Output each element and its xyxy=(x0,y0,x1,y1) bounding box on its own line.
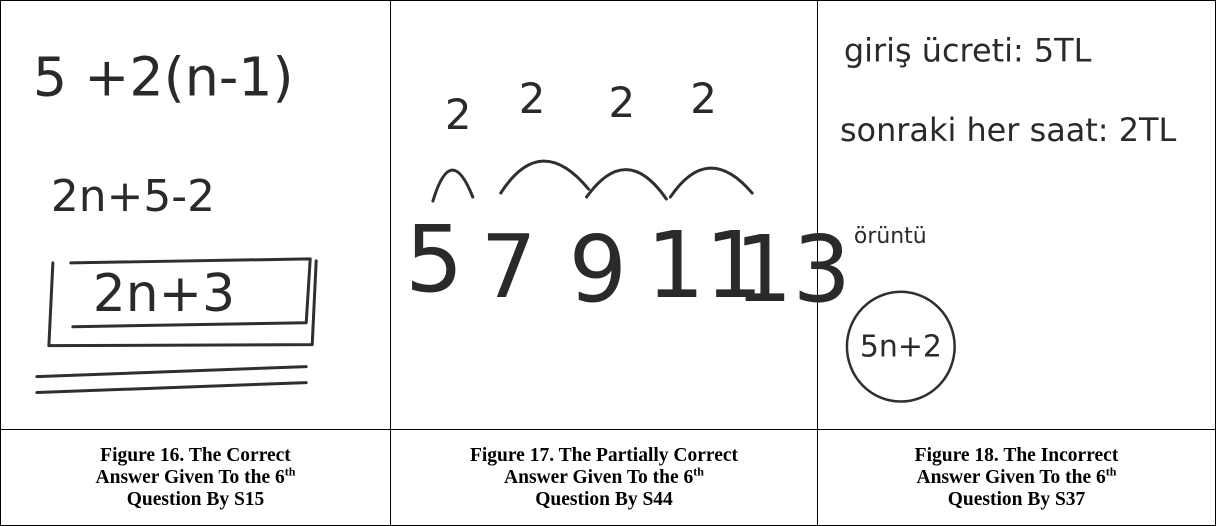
caption-superscript: th xyxy=(1105,464,1117,478)
figure-17-handwriting: 2 2 2 2 5 7 9 11 13 xyxy=(405,74,851,323)
fig16-answer: 2n+3 xyxy=(93,264,235,324)
fig16-line1: 5 +2(n-1) xyxy=(33,45,294,108)
caption-line: Question By S44 xyxy=(535,488,673,510)
fig16-underline-1 xyxy=(35,365,308,379)
fig17-arc xyxy=(668,166,754,199)
figure-17-image: 2 2 2 2 5 7 9 11 13 xyxy=(390,0,851,430)
figure-18-caption: Figure 18. The Incorrect Answer Given To… xyxy=(817,429,1216,526)
figure-16-caption: Figure 16. The Correct Answer Given To t… xyxy=(0,429,391,526)
caption-line: Question By S37 xyxy=(947,488,1086,510)
fig16-line2: 2n+5-2 xyxy=(51,171,215,222)
caption-line: Answer Given To the 6th xyxy=(391,464,817,489)
fig17-difference: 2 xyxy=(519,74,546,123)
fig17-arc xyxy=(499,159,591,195)
fig18-answer: 5n+2 xyxy=(860,330,942,365)
fig16-inner-box xyxy=(69,257,312,329)
fig17-sequence-term: 11 xyxy=(646,212,763,319)
fig17-sequence-term: 7 xyxy=(481,216,537,318)
fig16-underline-2 xyxy=(35,381,308,395)
caption-text: Answer Given To the 6 xyxy=(916,466,1106,488)
fig18-answer-circle xyxy=(845,290,956,403)
caption-superscript: th xyxy=(284,464,296,478)
fig17-sequence-term: 5 xyxy=(405,206,463,313)
figure-16-image: 5 +2(n-1) 2n+5-2 2n+3 xyxy=(0,0,391,430)
caption-line: Question By S15 xyxy=(126,488,265,510)
figure-18-image: giriş ücreti: 5TL sonraki her saat: 2TL … xyxy=(817,0,1216,430)
caption-line: Figure 17. The Partially Correct xyxy=(469,444,739,466)
caption-line: Answer Given To the 6th xyxy=(818,464,1215,489)
fig17-arc xyxy=(431,168,475,203)
caption-line: Figure 16. The Correct xyxy=(100,444,291,466)
figure-16-handwriting: 5 +2(n-1) 2n+5-2 2n+3 xyxy=(33,45,318,395)
fig16-outer-box xyxy=(47,259,318,348)
fig18-line2: sonraki her saat: 2TL xyxy=(840,111,1177,149)
caption-superscript: th xyxy=(693,464,704,478)
fig17-arc xyxy=(585,168,668,201)
caption-line: Answer Given To the 6th xyxy=(1,464,390,489)
fig17-difference: 2 xyxy=(445,90,472,139)
fig17-difference: 2 xyxy=(690,74,717,123)
fig17-sequence-term: 9 xyxy=(569,216,627,323)
fig17-difference: 2 xyxy=(608,78,635,127)
caption-text: Answer Given To the 6 xyxy=(504,466,694,488)
caption-text: Answer Given To the 6 xyxy=(95,466,285,488)
fig18-label: örüntü xyxy=(854,224,927,249)
caption-line: Figure 18. The Incorrect xyxy=(914,444,1119,466)
figure-17-caption: Figure 17. The Partially Correct Answer … xyxy=(390,429,818,526)
fig18-line1: giriş ücreti: 5TL xyxy=(844,31,1092,69)
figure-18-handwriting: giriş ücreti: 5TL sonraki her saat: 2TL … xyxy=(840,31,1177,403)
